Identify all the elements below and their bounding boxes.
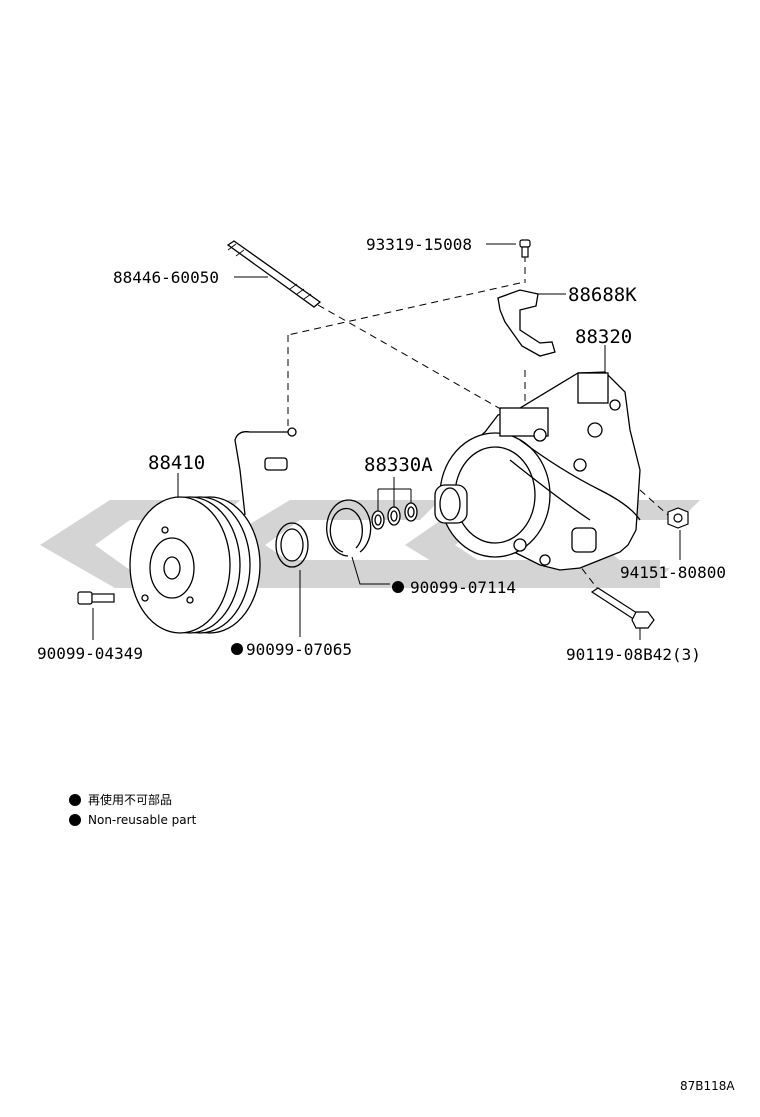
- part-label: 88330A: [364, 454, 433, 476]
- part-label: 90099-04349: [37, 644, 143, 663]
- pulley-bolt-icon: [77, 591, 115, 605]
- legend-marker: [69, 794, 81, 806]
- shim-washers-icon: [371, 502, 418, 530]
- nut-icon: [667, 507, 689, 529]
- clutch-pulley-icon: [129, 427, 297, 634]
- non-reusable-marker: [231, 643, 243, 655]
- dashed-guides: [287, 255, 669, 593]
- snap-ring-icon: [326, 499, 372, 557]
- part-label: 88688K: [568, 284, 637, 306]
- legend-english: Non-reusable part: [88, 813, 197, 827]
- part-label: 88410: [148, 452, 205, 474]
- part-label: 88446-60050: [113, 268, 219, 287]
- non-reusable-marker: [392, 581, 404, 593]
- stud-bolt-icon: [226, 240, 322, 308]
- circlip-icon: [275, 522, 309, 568]
- part-label: 90099-07065: [246, 640, 352, 659]
- compressor-icon: [434, 371, 641, 571]
- legend-japanese: 再使用不可部品: [88, 792, 172, 807]
- small-bolt-icon: [519, 239, 531, 258]
- bracket-icon: [497, 289, 556, 357]
- part-label: 88320: [575, 326, 632, 348]
- part-label: 93319-15008: [366, 235, 472, 254]
- legend-marker: [69, 814, 81, 826]
- part-label: 90119-08B42(3): [566, 645, 701, 664]
- part-label: 94151-80800: [620, 563, 726, 582]
- long-bolt-icon: [590, 587, 655, 629]
- leader-lines: [92, 243, 681, 640]
- figure-code: 87B118A: [680, 1079, 735, 1093]
- part-label: 90099-07114: [410, 578, 516, 597]
